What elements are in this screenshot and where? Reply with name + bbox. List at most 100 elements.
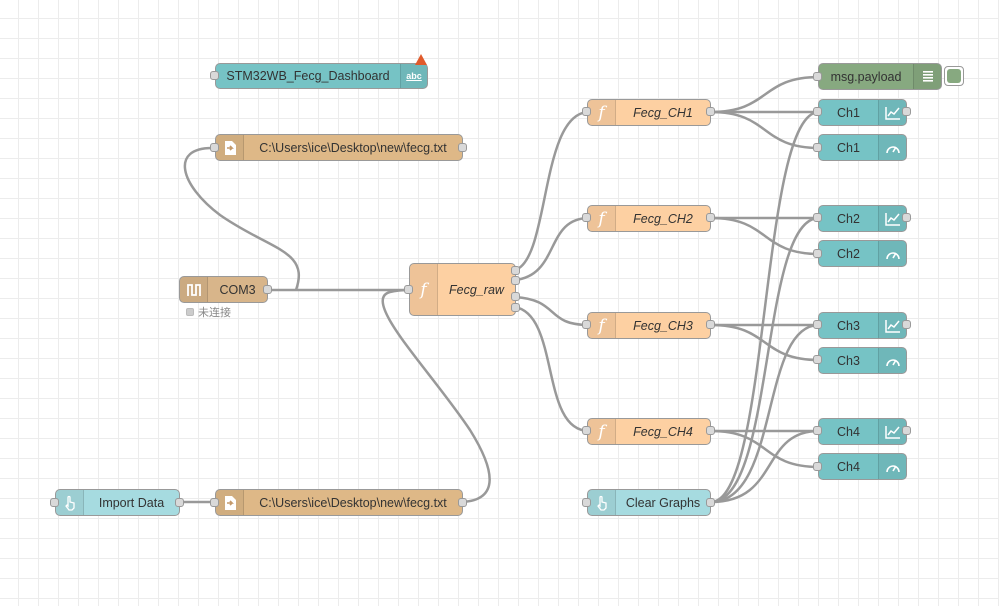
gauge-node-ch3[interactable]: Ch3: [818, 347, 907, 374]
input-port[interactable]: [582, 320, 591, 329]
chart-node-ch3[interactable]: Ch3: [818, 312, 907, 339]
wire-clear-to-chart1: [710, 110, 820, 504]
output-port-2[interactable]: [511, 276, 520, 285]
chart-icon: [878, 206, 906, 231]
warning-triangle-icon: [415, 54, 427, 65]
chart-node-ch4[interactable]: Ch4: [818, 418, 907, 445]
output-port[interactable]: [706, 498, 715, 507]
node-label: Ch1: [837, 105, 860, 120]
input-port[interactable]: [813, 426, 822, 435]
abc-text-icon: abc: [400, 64, 427, 88]
output-port[interactable]: [902, 213, 911, 222]
input-port[interactable]: [404, 285, 413, 294]
input-port[interactable]: [813, 213, 822, 222]
output-port[interactable]: [458, 143, 467, 152]
node-label: Fecg_raw: [449, 282, 504, 297]
node-label: Ch2: [837, 246, 860, 261]
chart-icon: [878, 100, 906, 125]
output-port-1[interactable]: [511, 266, 520, 275]
node-label: Fecg_CH1: [633, 105, 693, 120]
function-icon: f: [588, 313, 616, 338]
debug-toggle-button[interactable]: [944, 66, 964, 86]
output-port[interactable]: [458, 498, 467, 507]
dashboard-text-node[interactable]: STM32WB_Fecg_Dashboard abc: [215, 63, 428, 89]
input-port[interactable]: [210, 143, 219, 152]
hand-pointer-icon: [588, 490, 616, 515]
button-node-clear-graphs[interactable]: Clear Graphs: [587, 489, 711, 516]
input-port[interactable]: [582, 107, 591, 116]
input-port[interactable]: [813, 462, 822, 471]
wire-ch2-to-gauge2: [710, 216, 820, 256]
node-label: Ch4: [837, 424, 860, 439]
file-in-node-top[interactable]: C:\Users\ice\Desktop\new\fecg.txt: [215, 134, 463, 161]
debug-list-icon: [913, 64, 941, 89]
gauge-icon: [878, 135, 906, 160]
output-port-4[interactable]: [511, 303, 520, 312]
debug-node-msg-payload[interactable]: msg.payload: [818, 63, 942, 90]
input-port[interactable]: [582, 426, 591, 435]
chart-node-ch1[interactable]: Ch1: [818, 99, 907, 126]
gauge-node-ch2[interactable]: Ch2: [818, 240, 907, 267]
chart-node-ch2[interactable]: Ch2: [818, 205, 907, 232]
output-port[interactable]: [902, 320, 911, 329]
wire-ch3-to-gauge3: [710, 323, 820, 362]
gauge-icon: [878, 241, 906, 266]
hand-pointer-icon: [56, 490, 84, 515]
function-node-fecg-ch1[interactable]: f Fecg_CH1: [587, 99, 711, 126]
gauge-node-ch1[interactable]: Ch1: [818, 134, 907, 161]
output-port[interactable]: [902, 426, 911, 435]
wire-raw-to-ch1: [514, 110, 590, 272]
input-port[interactable]: [813, 107, 822, 116]
output-port[interactable]: [175, 498, 184, 507]
file-in-icon: [216, 135, 244, 160]
output-port[interactable]: [706, 426, 715, 435]
node-status: 未连接: [186, 304, 231, 320]
function-node-fecg-raw[interactable]: f Fecg_raw: [409, 263, 516, 316]
button-node-import-data[interactable]: Import Data: [55, 489, 180, 516]
function-node-fecg-ch3[interactable]: f Fecg_CH3: [587, 312, 711, 339]
input-port[interactable]: [813, 355, 822, 364]
node-label: STM32WB_Fecg_Dashboard: [226, 69, 390, 83]
input-port[interactable]: [210, 498, 219, 507]
input-port[interactable]: [813, 249, 822, 258]
wire-raw-to-ch3: [514, 295, 590, 327]
node-label: Ch4: [837, 459, 860, 474]
node-label: Import Data: [98, 495, 165, 510]
node-label: Ch3: [837, 353, 860, 368]
output-port[interactable]: [263, 285, 272, 294]
toggle-indicator: [947, 69, 961, 83]
wire-clear-to-chart3: [710, 323, 820, 504]
input-port[interactable]: [582, 213, 591, 222]
node-label: Clear Graphs: [625, 495, 701, 510]
wire-raw-to-ch2: [514, 216, 590, 282]
input-port[interactable]: [210, 71, 219, 80]
input-port[interactable]: [813, 320, 822, 329]
wire-ch1-to-debug: [710, 75, 820, 114]
node-label: COM3: [219, 282, 256, 297]
gauge-icon: [878, 454, 906, 479]
output-port-3[interactable]: [511, 292, 520, 301]
gauge-node-ch4[interactable]: Ch4: [818, 453, 907, 480]
output-port[interactable]: [706, 107, 715, 116]
output-port[interactable]: [706, 213, 715, 222]
wire-clear-to-chart4: [710, 429, 820, 504]
output-port[interactable]: [902, 107, 911, 116]
status-dot-icon: [186, 308, 194, 316]
node-label: Fecg_CH4: [633, 424, 693, 439]
node-label: Fecg_CH2: [633, 211, 693, 226]
wire-ch1-to-gauge1: [710, 110, 820, 150]
input-port[interactable]: [813, 72, 822, 81]
input-port[interactable]: [50, 498, 59, 507]
input-port[interactable]: [582, 498, 591, 507]
wire-raw-to-ch4: [514, 305, 590, 433]
wire-file-bottom-to-fecg-raw: [381, 288, 491, 504]
function-node-fecg-ch2[interactable]: f Fecg_CH2: [587, 205, 711, 232]
function-icon: f: [588, 100, 616, 125]
file-in-node-bottom[interactable]: C:\Users\ice\Desktop\new\fecg.txt: [215, 489, 463, 516]
function-icon: f: [588, 419, 616, 444]
wire-ch4-to-gauge4: [710, 429, 820, 469]
serial-in-node-com3[interactable]: COM3: [179, 276, 268, 303]
function-node-fecg-ch4[interactable]: f Fecg_CH4: [587, 418, 711, 445]
output-port[interactable]: [706, 320, 715, 329]
input-port[interactable]: [813, 143, 822, 152]
